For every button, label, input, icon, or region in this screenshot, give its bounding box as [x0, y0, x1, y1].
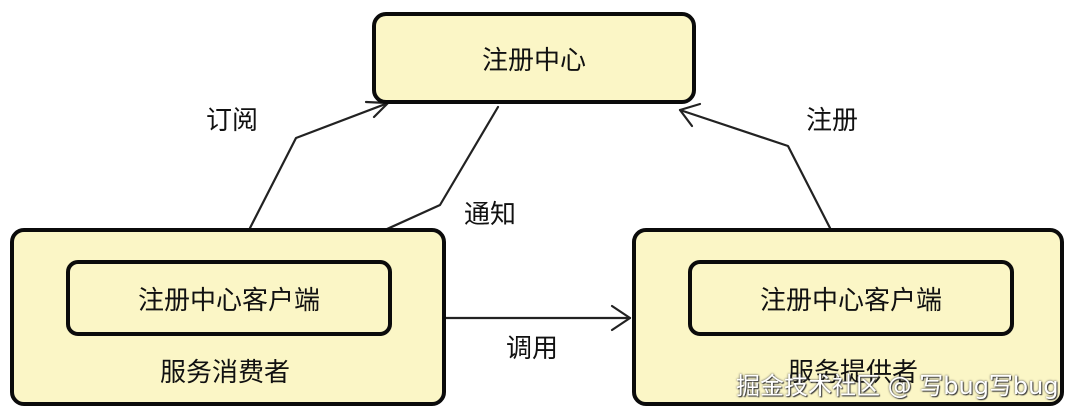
- register-arrowhead: [678, 102, 702, 128]
- provider-client-label: 注册中心客户端: [759, 285, 942, 316]
- subscribe-label: 订阅: [206, 106, 259, 136]
- consumer-box: 注册中心客户端 服务消费者: [10, 228, 446, 406]
- consumer-label: 服务消费者: [160, 358, 291, 388]
- invoke-arrowhead: [610, 304, 632, 332]
- consumer-client-label: 注册中心客户端: [137, 285, 320, 316]
- provider-label: 服务提供者: [788, 358, 919, 388]
- registry-box: 注册中心: [372, 12, 696, 104]
- invoke-label: 调用: [506, 334, 559, 364]
- register-arrow: [678, 108, 832, 230]
- provider-client-box: 注册中心客户端: [688, 260, 1014, 336]
- watermark: 掘金技术社区 @ 写bug写bug: [736, 372, 1059, 400]
- provider-box: 注册中心客户端 服务提供者: [632, 228, 1064, 406]
- registry-label: 注册中心: [481, 45, 586, 76]
- subscribe-arrow: [248, 101, 390, 230]
- register-label: 注册: [806, 106, 859, 136]
- consumer-client-box: 注册中心客户端: [66, 260, 392, 336]
- notify-label: 通知: [464, 200, 517, 230]
